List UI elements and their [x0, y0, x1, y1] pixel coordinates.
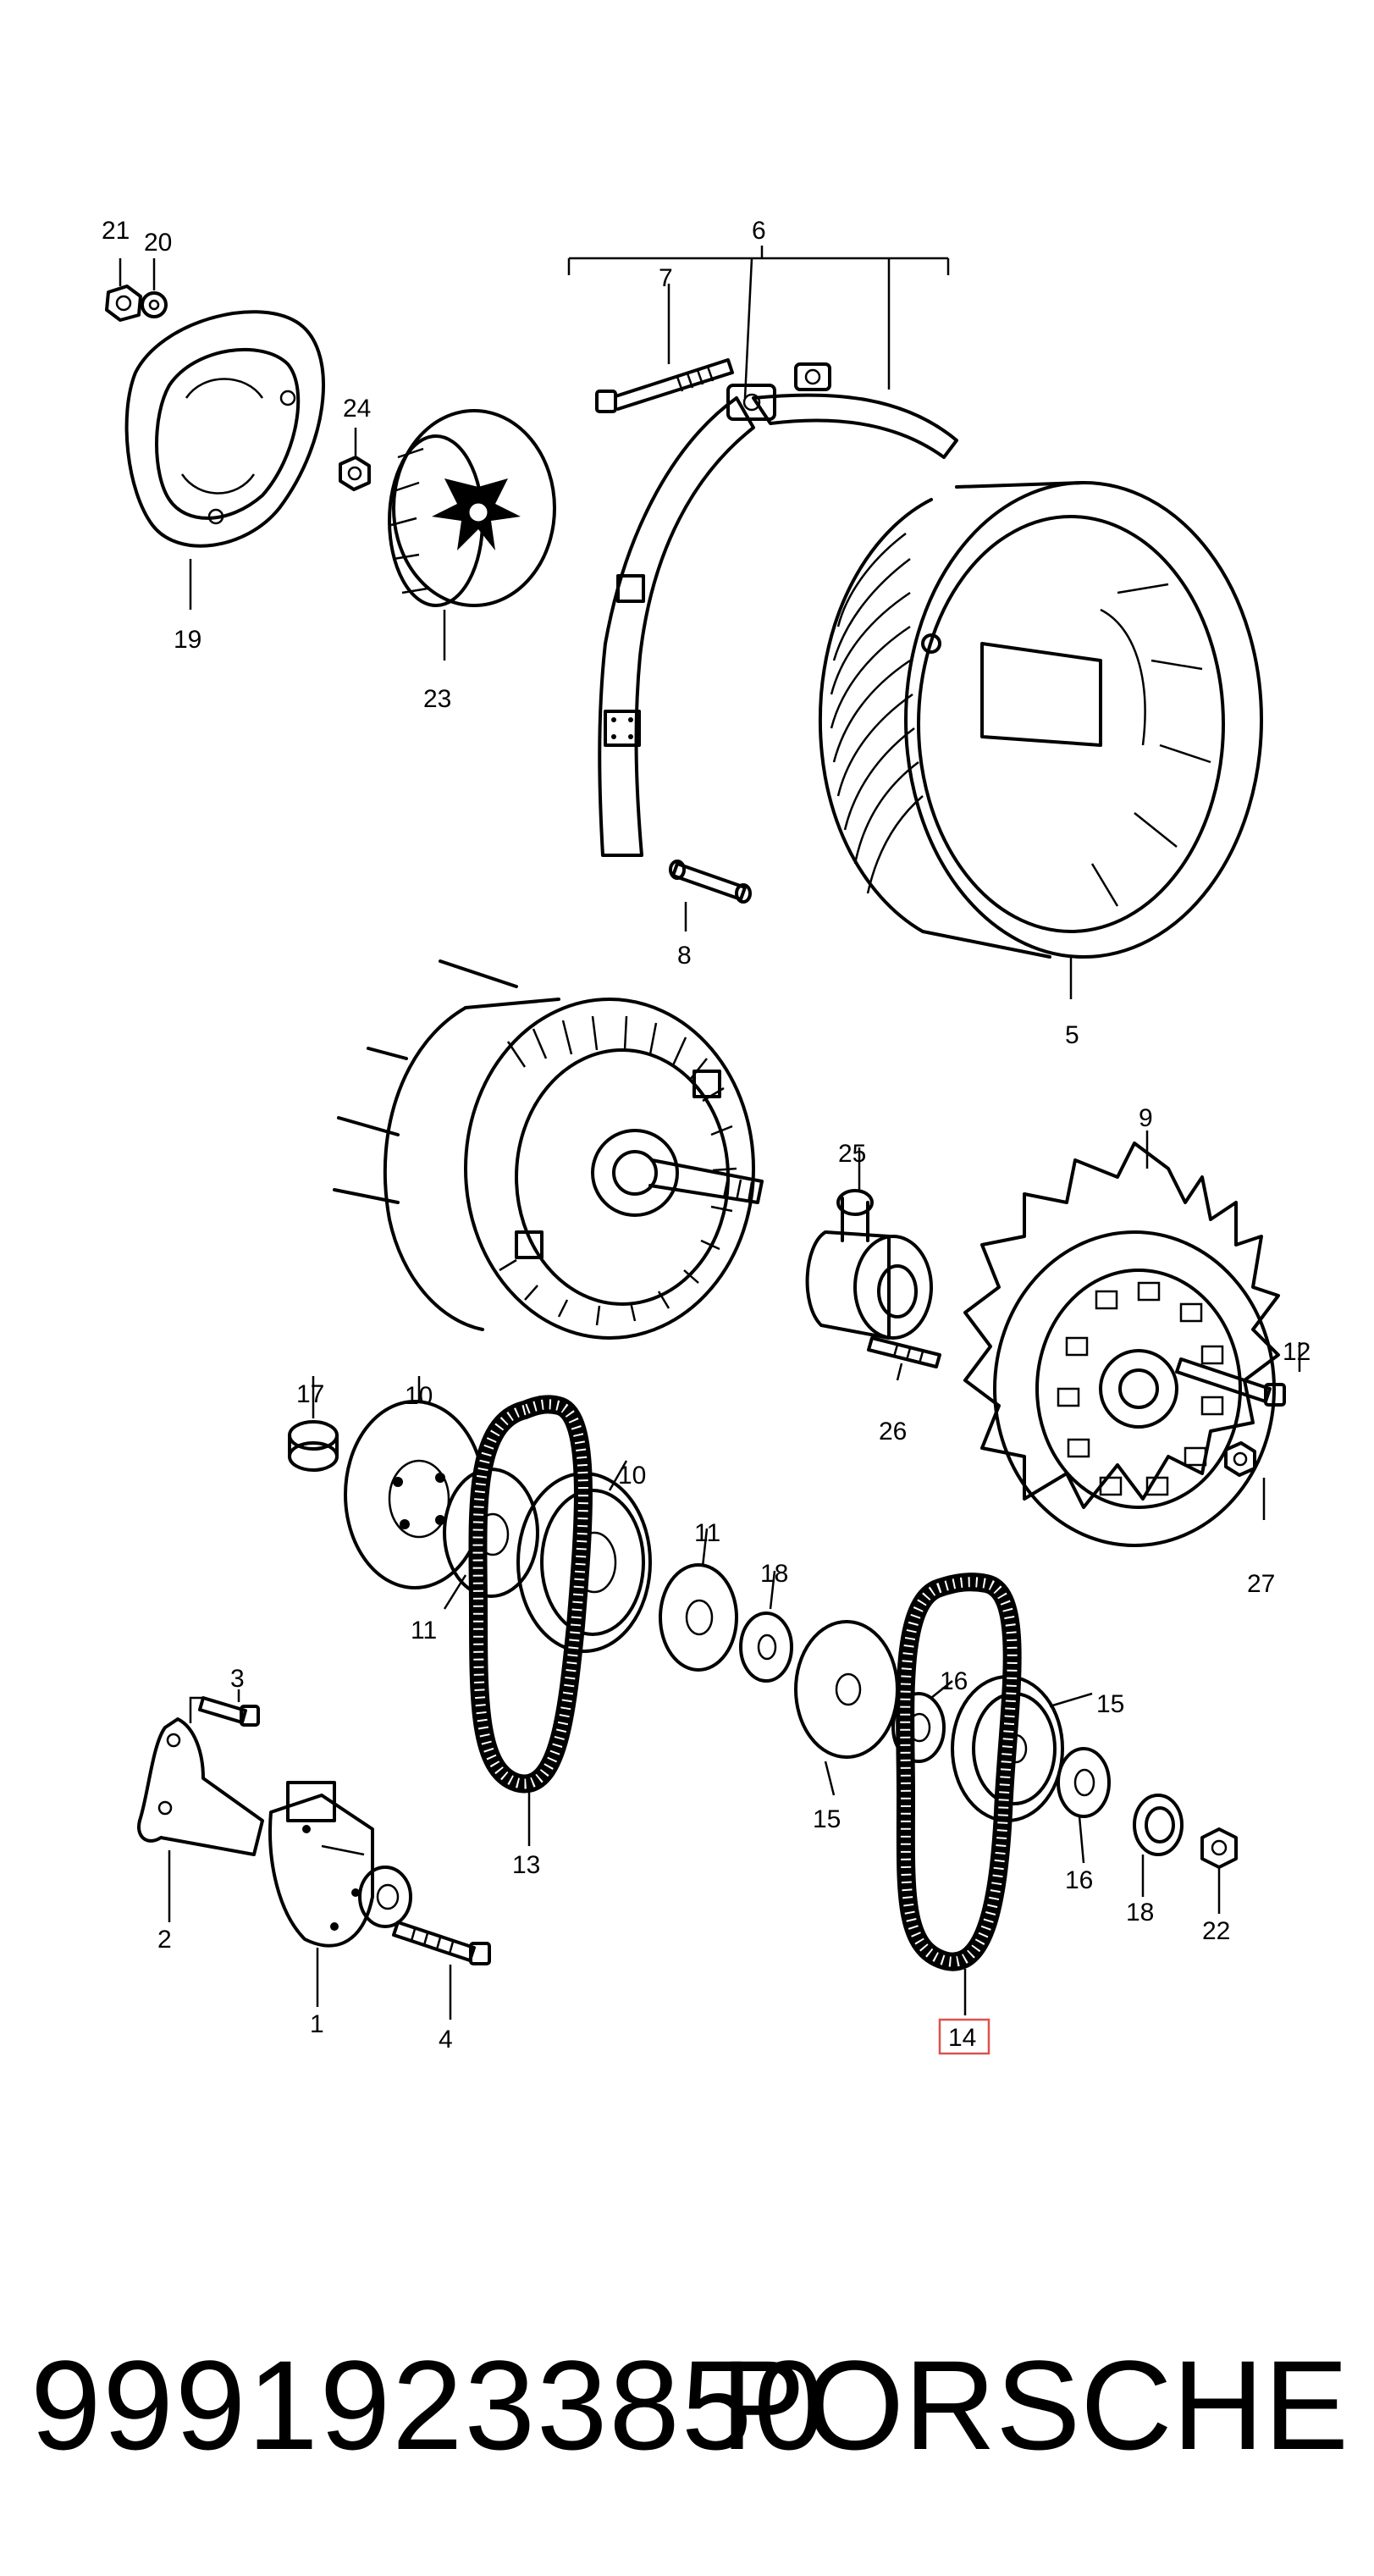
washer-11-right	[659, 1563, 738, 1672]
spacer-18-left	[739, 1611, 793, 1683]
brand-name: PORSCHE	[720, 2334, 1349, 2476]
label-10-right: 10	[618, 1462, 646, 1490]
label-7: 7	[659, 264, 673, 292]
bolt-4	[392, 1921, 491, 1965]
nut-24	[339, 456, 371, 491]
fan-cover-19	[124, 310, 325, 548]
v-belt-14	[896, 1573, 1022, 1971]
label-14: 14	[948, 2024, 976, 2052]
nut-21	[105, 285, 142, 322]
label-3: 3	[230, 1665, 245, 1693]
label-22: 22	[1202, 1917, 1230, 1945]
label-2: 2	[157, 1926, 172, 1954]
label-8: 8	[677, 942, 692, 970]
label-26: 26	[879, 1418, 907, 1446]
pulley-15-left	[794, 1620, 899, 1759]
label-9: 9	[1139, 1104, 1153, 1132]
pin-8	[669, 860, 752, 904]
label-17: 17	[296, 1380, 324, 1408]
label-27: 27	[1247, 1570, 1275, 1598]
bracket-6	[567, 246, 950, 399]
bolt-12	[1175, 1357, 1286, 1407]
label-23: 23	[423, 685, 451, 713]
label-11-right: 11	[694, 1519, 720, 1547]
label-18-right: 18	[1126, 1899, 1154, 1926]
label-15-right: 15	[1096, 1690, 1124, 1718]
nut-27	[1224, 1441, 1256, 1477]
part-number: 99919233850	[30, 2334, 826, 2476]
label-12: 12	[1283, 1338, 1311, 1366]
label-13: 13	[512, 1851, 540, 1879]
label-6: 6	[752, 217, 766, 245]
label-24: 24	[343, 395, 371, 423]
fan-wheel-9	[963, 1142, 1280, 1547]
pulley-half-10-left	[344, 1400, 486, 1589]
spacer-17	[288, 1420, 339, 1472]
label-1: 1	[310, 2010, 324, 2038]
label-4: 4	[439, 2026, 453, 2054]
alternator	[333, 959, 764, 1340]
bolt-26	[867, 1336, 941, 1368]
label-10-left: 10	[405, 1382, 433, 1410]
nut-22	[1200, 1827, 1238, 1869]
fan-housing-5	[818, 481, 1263, 959]
voltage-regulator-1	[268, 1781, 412, 1948]
bolt-7	[595, 284, 734, 413]
label-19: 19	[174, 626, 201, 654]
label-5: 5	[1065, 1021, 1079, 1049]
label-25: 25	[838, 1140, 866, 1168]
mounting-bracket-2	[137, 1696, 264, 1856]
v-belt-13	[468, 1395, 593, 1794]
label-20: 20	[144, 229, 172, 257]
label-15-left: 15	[813, 1805, 841, 1833]
exploded-parts-diagram: 21 20 6 7 24 19 23 8 5 9 25 26 12 27 17 …	[102, 217, 1311, 2055]
washer-16-right	[1057, 1747, 1111, 1818]
impeller-23	[388, 409, 556, 607]
label-18-left: 18	[760, 1560, 788, 1588]
washer-20	[141, 291, 168, 318]
label-16-right: 16	[1065, 1866, 1093, 1894]
highlight-box-14	[938, 2018, 990, 2055]
label-16-left: 16	[940, 1667, 968, 1695]
hub-25	[805, 1189, 933, 1340]
label-11-left: 11	[411, 1617, 437, 1645]
label-21: 21	[102, 217, 130, 245]
footer: 99919233850 PORSCHE	[0, 2337, 1374, 2473]
spacer-18-right	[1133, 1794, 1184, 1856]
strap-band	[598, 362, 958, 857]
bolt-3	[198, 1696, 260, 1727]
